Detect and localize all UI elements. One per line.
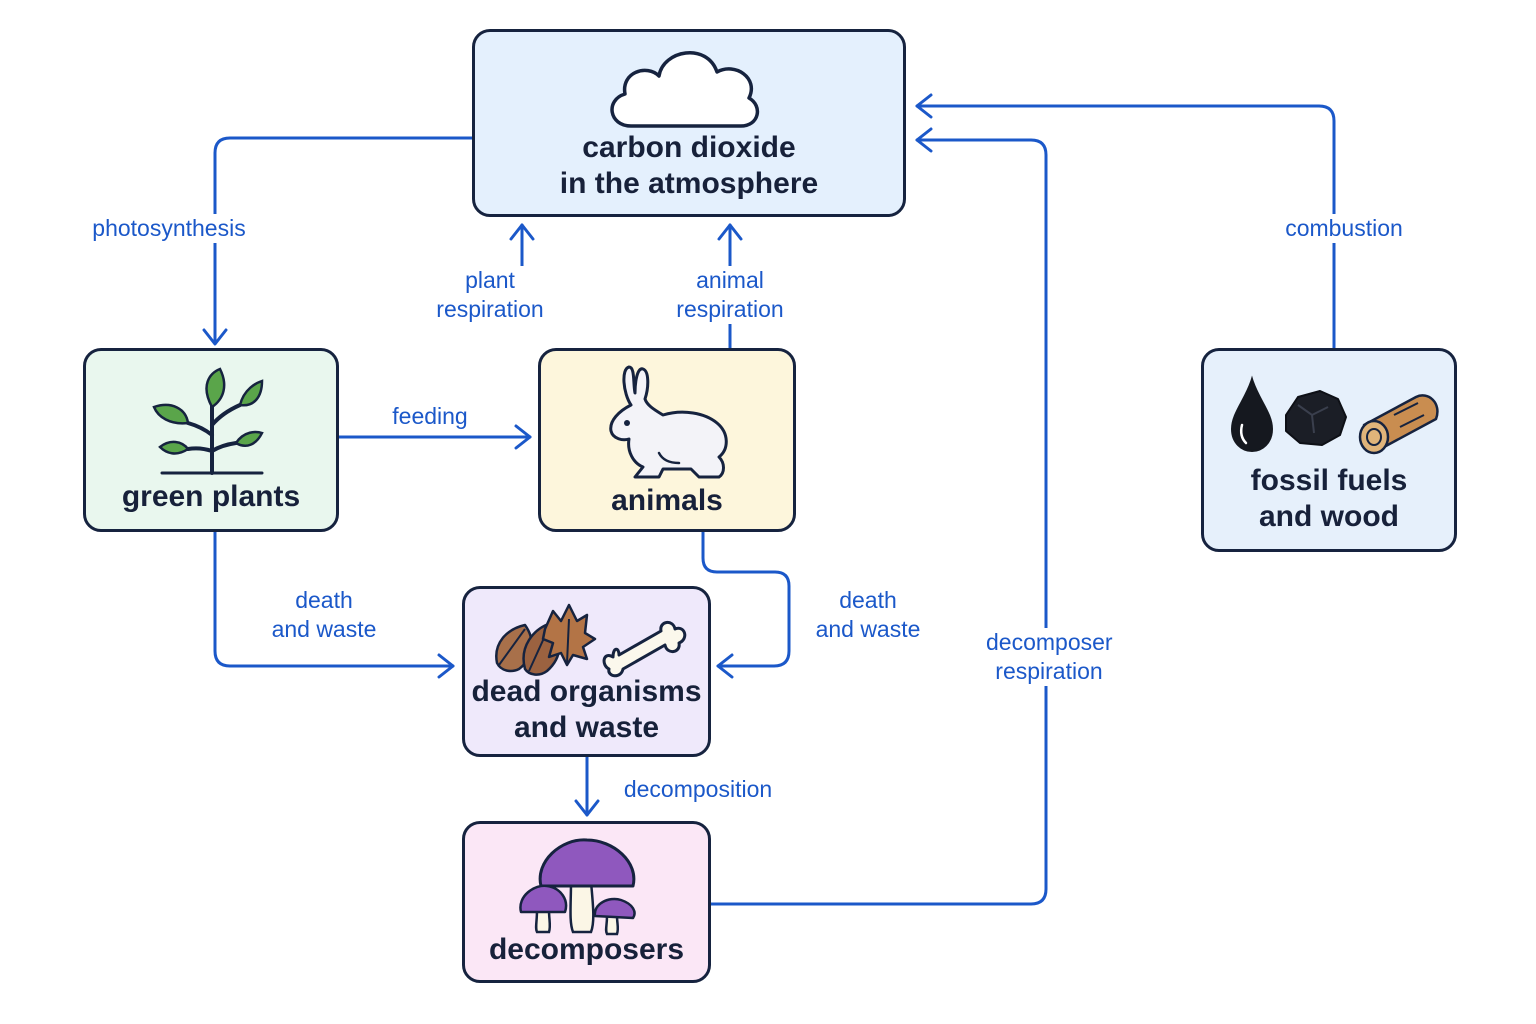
node-title-fossil-fuels: fossil fuels and wood: [1250, 464, 1408, 533]
node-title-dead-organisms: dead organisms and waste: [471, 675, 702, 744]
arrowhead-decomposition: [574, 799, 600, 817]
node-title-animals: animals: [611, 484, 723, 517]
rabbit-icon: [609, 365, 728, 479]
node-fossil-fuels: fossil fuels and wood: [1201, 348, 1457, 552]
node-title-atmosphere: carbon dioxide in the atmosphere: [559, 131, 819, 200]
arrow-death-animals: [701, 530, 791, 668]
label-decomposition: decomposition: [606, 775, 790, 804]
label-photosynthesis: photosynthesis: [80, 214, 258, 243]
node-decomposers: decomposers: [462, 821, 711, 983]
node-title-decomposers: decomposers: [488, 933, 685, 966]
mushroom-icon: [519, 838, 636, 936]
oil-coal-wood-icon: [1230, 375, 1439, 455]
arrowhead-animal-respiration: [717, 223, 743, 241]
arrowhead-decomposer-respiration: [915, 127, 933, 153]
arrow-decomposer-respiration: [709, 138, 1048, 906]
leaves-and-bone-icon: [495, 603, 687, 678]
label-death-plants: death and waste: [262, 586, 386, 644]
node-title-green-plants: green plants: [121, 480, 301, 513]
arrowhead-plant-respiration: [509, 223, 535, 241]
arrow-death-plants: [213, 530, 455, 668]
node-animals: animals: [538, 348, 796, 532]
label-death-animals: death and waste: [806, 586, 930, 644]
node-dead-organisms: dead organisms and waste: [462, 586, 711, 757]
arrow-photosynthesis: [213, 136, 474, 345]
arrow-combustion: [915, 104, 1336, 350]
arrowhead-feeding: [514, 424, 532, 450]
node-green-plants: green plants: [83, 348, 339, 532]
arrowhead-death-animals: [716, 653, 734, 679]
label-combustion: combustion: [1272, 214, 1416, 243]
arrowhead-death-plants: [437, 653, 455, 679]
arrowhead-combustion: [915, 93, 933, 119]
plant-icon: [152, 367, 264, 475]
label-feeding: feeding: [382, 402, 478, 431]
arrowhead-photosynthesis: [202, 328, 228, 346]
label-plant-respiration: plant respiration: [428, 266, 552, 324]
cloud-icon: [610, 51, 760, 128]
label-decomposer-respiration: decomposer respiration: [986, 628, 1113, 686]
node-atmosphere: carbon dioxide in the atmosphere: [472, 29, 906, 217]
label-animal-respiration: animal respiration: [668, 266, 792, 324]
